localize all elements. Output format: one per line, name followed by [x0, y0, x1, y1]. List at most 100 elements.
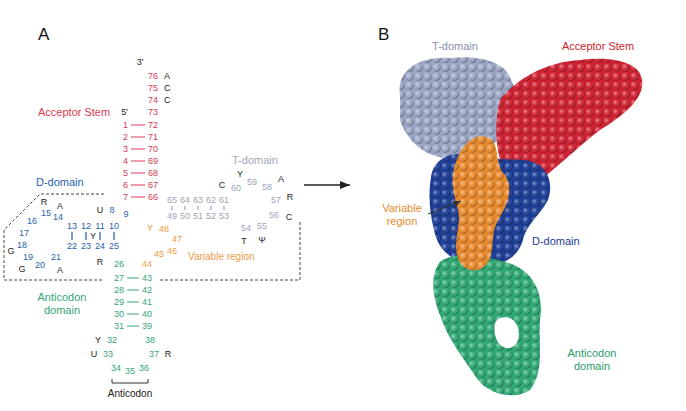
tertiary-dashed-line: [160, 222, 300, 280]
nucleotide-label: 63: [193, 196, 203, 205]
nucleotide-label: 60: [231, 184, 241, 193]
nucleotide-label: C: [164, 96, 171, 105]
nucleotide-label: 16: [27, 217, 37, 226]
nucleotide-label: 48: [159, 225, 169, 234]
nucleotide-label: 58: [262, 183, 272, 192]
nucleotide-label: G: [18, 265, 25, 274]
nucleotide-label: 35: [125, 367, 135, 376]
nucleotide-label: 46: [167, 247, 177, 256]
domain-label: Acceptor Stem: [562, 41, 634, 52]
nucleotide-label: Ψ: [258, 236, 266, 245]
nucleotide-label: 41: [142, 298, 152, 307]
nucleotide-label: 57: [271, 196, 281, 205]
domain-label: Anticodon domain: [560, 347, 624, 372]
nucleotide-label: 38: [145, 336, 155, 345]
nucleotide-label: 22: [67, 242, 77, 251]
nucleotide-label: 68: [148, 169, 158, 178]
nucleotide-label: 76: [148, 72, 158, 81]
tertiary-dashed-line: [4, 194, 104, 280]
domain-label: Anticodon: [108, 389, 152, 399]
nucleotide-label: 11: [95, 222, 104, 231]
nucleotide-label: G: [7, 247, 14, 256]
nucleotide-label: 56: [269, 211, 279, 220]
nucleotide-label: 44: [142, 260, 152, 269]
nucleotide-label: 12: [81, 222, 91, 231]
base-pair-bonds: [72, 232, 114, 240]
domain-label: Anticodon domain: [31, 291, 93, 316]
nucleotide-label: 30: [114, 310, 124, 319]
base-pair-bonds: [127, 278, 139, 326]
nucleotide-label: Y: [147, 224, 153, 233]
domain-label: T-domain: [432, 41, 478, 52]
nucleotide-label: 62: [206, 196, 216, 205]
nucleotide-label: 50: [180, 212, 190, 221]
nucleotide-label: U: [97, 206, 104, 215]
sphere-texture: [453, 136, 510, 270]
nucleotide-label: 75: [148, 84, 158, 93]
domain-label: Acceptor Stem: [38, 107, 110, 118]
panel-letter: B: [378, 26, 389, 43]
panel-letter: A: [38, 26, 49, 43]
domain-label: Variable region: [377, 202, 427, 227]
nucleotide-label: 64: [180, 196, 190, 205]
nucleotide-label: 18: [17, 241, 27, 250]
nucleotide-label: 67: [148, 181, 158, 190]
nucleotide-label: 20: [35, 261, 45, 270]
nucleotide-label: 52: [206, 212, 216, 221]
nucleotide-label: 59: [247, 178, 257, 187]
domain-label: D-domain: [532, 236, 580, 247]
nucleotide-label: 31: [114, 322, 124, 331]
nucleotide-label: 25: [109, 242, 119, 251]
base-pair-bonds: [172, 206, 224, 210]
nucleotide-label: 45: [154, 250, 164, 259]
nucleotide-label: 19: [23, 253, 33, 262]
panel-arrow: [304, 184, 350, 186]
variable-region-spheres: [453, 136, 510, 270]
nucleotide-label: 51: [193, 212, 203, 221]
nucleotide-label: 36: [139, 364, 149, 373]
nucleotide-label: 2: [123, 133, 128, 142]
nucleotide-label: 4: [123, 157, 128, 166]
nucleotide-label: 42: [142, 286, 152, 295]
nucleotide-label: 69: [148, 157, 158, 166]
nucleotide-label: 6: [123, 181, 128, 190]
nucleotide-label: 28: [114, 286, 124, 295]
nucleotide-label: 3: [123, 145, 128, 154]
domain-label: Variable region: [188, 252, 255, 262]
anticodon-spheres: [433, 256, 541, 396]
nucleotide-label: 1: [123, 121, 128, 130]
nucleotide-label: A: [57, 266, 63, 275]
nucleotide-label: A: [57, 202, 63, 211]
nucleotide-label: R: [165, 350, 172, 359]
base-pair-bonds: [131, 125, 145, 197]
nucleotide-label: 14: [53, 213, 63, 222]
domain-label: T-domain: [232, 155, 278, 166]
nucleotide-label: 15: [41, 209, 51, 218]
nucleotide-label: 72: [148, 121, 158, 130]
nucleotide-label: 13: [67, 222, 77, 231]
anticodon-bracket: [112, 379, 148, 383]
nucleotide-label: 37: [149, 350, 159, 359]
nucleotide-label: 29: [114, 298, 124, 307]
nucleotide-label: 5: [123, 169, 128, 178]
nucleotide-label: 23: [81, 242, 91, 251]
nucleotide-label: 10: [109, 222, 119, 231]
nucleotide-label: 21: [51, 253, 61, 262]
nucleotide-label: 73: [148, 108, 158, 117]
nucleotide-label: 66: [148, 193, 158, 202]
nucleotide-label: 40: [142, 310, 152, 319]
nucleotide-label: Y: [90, 232, 96, 241]
nucleotide-label: Y: [237, 170, 243, 179]
nucleotide-label: 54: [241, 224, 251, 233]
nucleotide-label: T: [241, 237, 247, 246]
sphere-texture: [433, 256, 541, 396]
nucleotide-label: 61: [219, 196, 229, 205]
nucleotide-label: 49: [167, 212, 177, 221]
nucleotide-label: 24: [95, 242, 105, 251]
nucleotide-label: 33: [103, 350, 113, 359]
nucleotide-label: C: [164, 84, 171, 93]
nucleotide-label: 3': [137, 58, 144, 67]
leader-arrow: [428, 201, 461, 214]
nucleotide-label: R: [41, 198, 48, 207]
nucleotide-label: 32: [107, 336, 117, 345]
